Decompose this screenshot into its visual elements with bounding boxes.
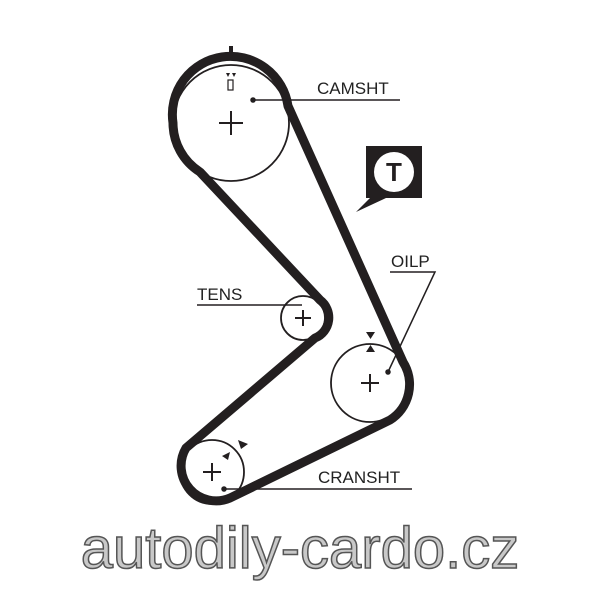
label-camshaft: CAMSHT (317, 79, 389, 98)
crankshaft-mark-arrows-icon (222, 440, 248, 460)
leader-lines (197, 97, 437, 492)
crankshaft-center-cross (203, 463, 221, 481)
oil-pump-center-cross (361, 374, 379, 392)
timing-belt (167, 51, 415, 506)
badge-letter: T (386, 157, 402, 187)
camshaft-mark-arrows-icon (226, 73, 236, 77)
label-oil-pump: OILP (391, 252, 430, 271)
oil-pump-mark-arrows-icon (366, 332, 375, 352)
label-crankshaft: CRANSHT (318, 468, 400, 487)
camshaft-center-cross (219, 111, 243, 135)
camshaft-timing-mark (229, 46, 233, 58)
camshaft-mark-box (227, 79, 234, 91)
tensioner-center-cross (295, 310, 311, 326)
watermark: autodily-cardo.cz (81, 516, 519, 581)
tensioner-badge: T (356, 146, 422, 212)
label-tensioner: TENS (197, 285, 242, 304)
